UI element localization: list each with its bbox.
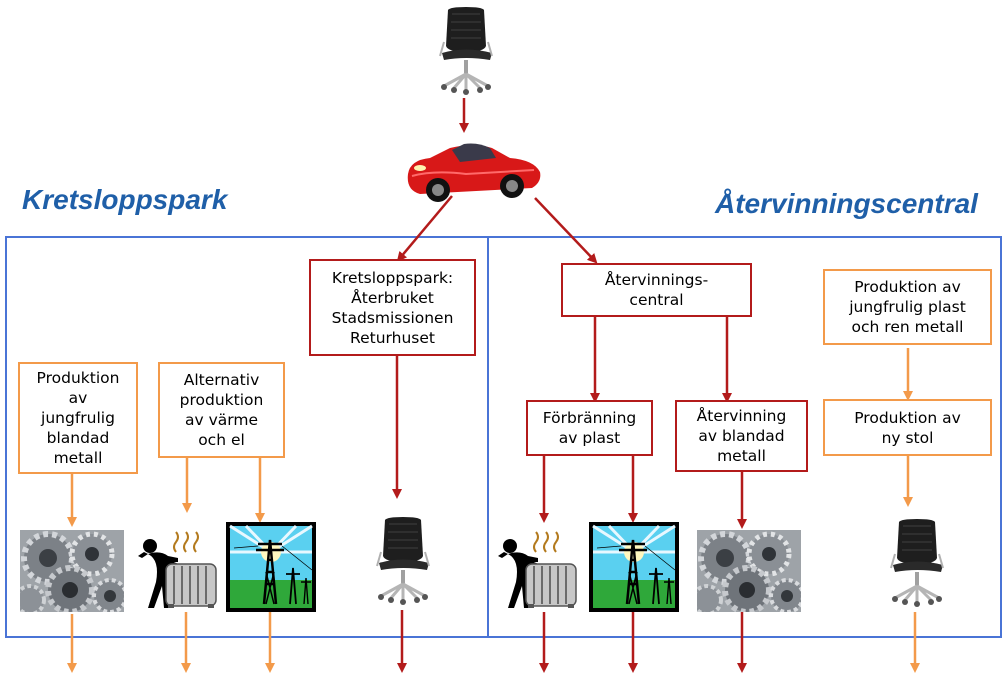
produktion-ny-stol-box: Produktion av ny stol <box>823 399 992 456</box>
office-chair-icon <box>436 6 496 96</box>
arrow-car-to-atervinning <box>534 197 598 264</box>
atervinningscentral-title: Återvinningscentral <box>715 188 978 219</box>
arrow-car-to-kretsloppspark <box>396 195 453 262</box>
kretsloppspark-title: Kretsloppspark <box>22 184 228 215</box>
produktion-blandad-metall-box: Produktion av jungfrulig blandad metall <box>18 362 138 474</box>
person-heater-icon <box>494 528 584 610</box>
atervinning-metall-box: Återvinning av blandad metall <box>675 400 808 472</box>
gears-icon <box>697 530 801 612</box>
atervinningscentral-box: Återvinnings- central <box>561 263 752 317</box>
alternativ-produktion-box: Alternativ produktion av värme och el <box>158 362 285 458</box>
office-chair-icon <box>373 516 433 606</box>
produktion-plast-metall-box: Produktion av jungfrulig plast och ren m… <box>823 269 992 345</box>
atervinningscentral-region <box>487 236 1002 638</box>
power-tower-icon <box>226 522 316 612</box>
office-chair-icon <box>887 518 947 608</box>
power-tower-icon <box>589 522 679 612</box>
person-heater-icon <box>134 528 224 610</box>
forbranning-box: Förbränning av plast <box>526 400 653 456</box>
red-sports-car-icon <box>404 136 544 208</box>
kretsloppspark-box: Kretsloppspark: Återbruket Stadsmissione… <box>309 259 476 356</box>
gears-icon <box>20 530 124 612</box>
